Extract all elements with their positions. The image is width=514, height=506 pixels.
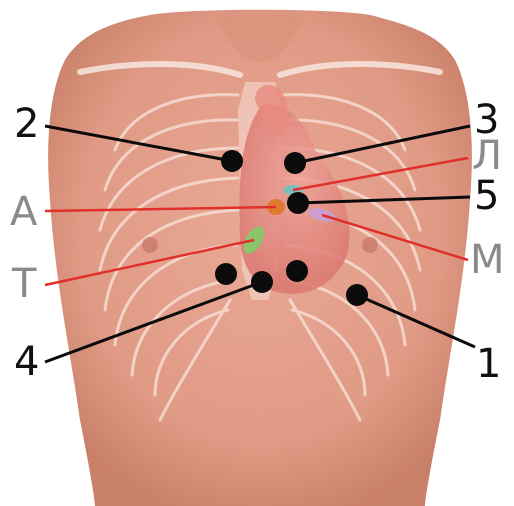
point-1 xyxy=(346,284,368,306)
point-4c xyxy=(286,260,308,282)
nipple-right xyxy=(362,237,378,253)
point-4a xyxy=(215,263,237,285)
point-4b xyxy=(251,271,273,293)
label-2: 2 xyxy=(14,104,39,144)
label-5: 5 xyxy=(474,176,499,216)
label-l: Л xyxy=(472,136,502,176)
label-m: М xyxy=(470,240,505,280)
point-2 xyxy=(221,150,243,172)
label-1: 1 xyxy=(476,344,501,384)
point-3 xyxy=(284,152,306,174)
label-t: Т xyxy=(12,264,36,304)
label-a: А xyxy=(10,192,37,232)
point-5 xyxy=(287,192,309,214)
nipple-left xyxy=(142,237,158,253)
label-4: 4 xyxy=(14,342,39,382)
